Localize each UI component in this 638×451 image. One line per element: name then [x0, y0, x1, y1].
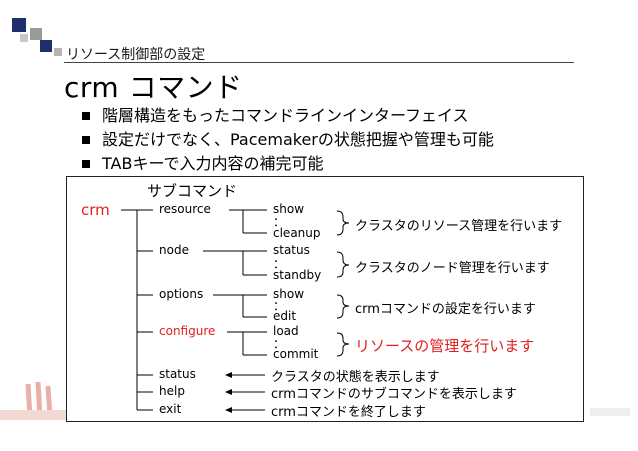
bullet-item: 設定だけでなく、Pacemakerの状態把握や管理も可能	[82, 128, 494, 152]
bullet-list: 階層構造をもったコマンドラインインターフェイス 設定だけでなく、Pacemake…	[82, 104, 494, 176]
leaf-ellipsis: ：	[273, 257, 286, 271]
slide-title: crm コマンド	[64, 71, 243, 104]
decoration-square	[20, 34, 28, 42]
leaf-commit: commit	[273, 347, 319, 361]
decoration-square	[12, 18, 26, 32]
logo-watermark	[0, 381, 70, 420]
square-bullet-icon	[82, 160, 90, 168]
leaf-show: show	[273, 202, 305, 216]
leaf-ellipsis: ：	[273, 215, 286, 229]
command-tree-diagram: サブコマンド crm resource node options configu…	[66, 176, 584, 422]
leaf-cleanup: cleanup	[273, 226, 321, 240]
note-status: クラスタの状態を表示します	[271, 370, 440, 385]
note-configure: リソースの管理を行います	[355, 337, 535, 355]
note-exit: crmコマンドを終了します	[271, 405, 426, 420]
decoration-square	[40, 40, 52, 52]
leaf-ellipsis: ：	[273, 299, 286, 313]
bullet-item: 階層構造をもったコマンドラインインターフェイス	[82, 104, 494, 128]
bullet-item: TABキーで入力内容の補完可能	[82, 152, 494, 176]
subcommand-resource: resource	[159, 202, 211, 216]
crm-root-label: crm	[81, 201, 110, 219]
square-bullet-icon	[82, 136, 90, 144]
note-resource: クラスタのリソース管理を行います	[355, 219, 563, 234]
decoration-square	[30, 28, 42, 40]
note-options: crmコマンドの設定を行います	[355, 302, 536, 317]
leaf-edit: edit	[273, 309, 297, 323]
slide-subtitle: リソース制御部の設定	[66, 47, 206, 63]
tree-connectors	[121, 209, 350, 413]
subcommand-heading: サブコマンド	[147, 182, 238, 200]
logo-watermark	[590, 408, 630, 416]
leaf-standby: standby	[273, 268, 322, 282]
note-node: クラスタのノード管理を行います	[355, 261, 550, 276]
leaf-ellipsis: ：	[273, 337, 286, 351]
divider	[64, 62, 574, 63]
decoration-square	[54, 48, 62, 56]
subcommand-configure: configure	[159, 324, 216, 338]
square-bullet-icon	[82, 112, 90, 120]
subcommand-exit: exit	[159, 402, 182, 416]
leaf-load: load	[273, 324, 299, 338]
leaf-status: status	[273, 243, 310, 257]
note-help: crmコマンドのサブコマンドを表示します	[271, 387, 517, 402]
subcommand-options: options	[159, 287, 204, 301]
subcommand-help: help	[159, 384, 185, 398]
leaf-show: show	[273, 287, 305, 301]
subcommand-status: status	[159, 367, 196, 381]
subcommand-node: node	[159, 243, 189, 257]
